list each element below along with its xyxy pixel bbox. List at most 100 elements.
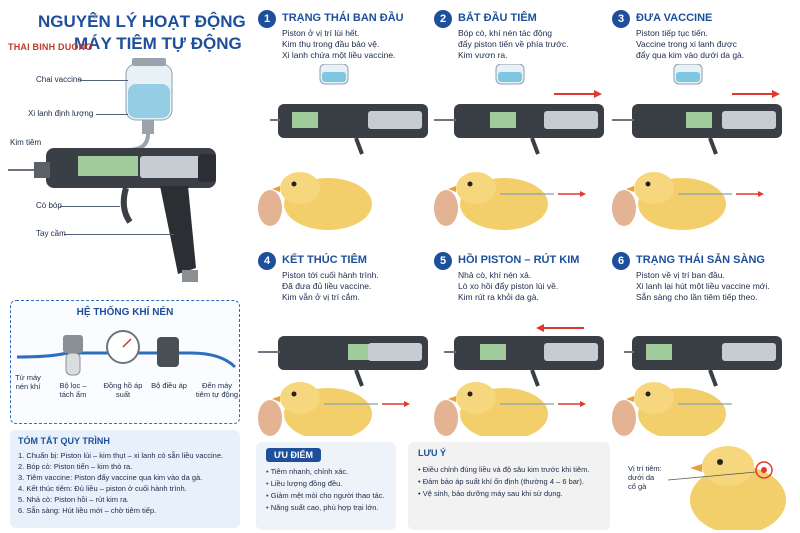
step-line: Vaccine trong xi lanh được bbox=[636, 39, 737, 49]
step-description: Nhả cò, khí nén xả. Lò xo hồi đẩy piston… bbox=[458, 270, 558, 303]
air-label-regulator: Bộ điều áp bbox=[151, 381, 187, 390]
notes-title: LƯU Ý bbox=[418, 448, 446, 458]
piston-icon bbox=[490, 112, 516, 128]
step-description: Piston về vị trí ban đầu. Xi lanh lại hú… bbox=[636, 270, 770, 303]
hand-icon bbox=[434, 190, 458, 226]
chick-beak-icon bbox=[690, 464, 702, 472]
piston-icon bbox=[686, 112, 712, 128]
chick-eye-icon bbox=[467, 391, 473, 397]
air-label-from-compressor: Từ máy nén khí bbox=[15, 373, 41, 391]
injector-overview: Chai vaccine Xi lanh định lượng Kim tiêm… bbox=[8, 58, 246, 294]
piston-icon bbox=[292, 112, 318, 128]
step-line: Kim vươn ra. bbox=[458, 50, 508, 60]
step-number: 5 bbox=[434, 252, 452, 270]
chick-eye-icon bbox=[645, 181, 651, 187]
air-label-filter: Bộ lọc – tách ẩm bbox=[59, 381, 87, 399]
step-line: đẩy piston tiến về phía trước. bbox=[458, 39, 569, 49]
step-number: 3 bbox=[612, 10, 630, 28]
summary-item: 3. Tiêm vaccine: Piston đẩy vaccine qua … bbox=[18, 473, 203, 482]
step-line: Xi lanh chứa một liều vaccine. bbox=[282, 50, 396, 60]
summary-item: 5. Nhả cò: Piston hồi – rút kim ra. bbox=[18, 495, 129, 504]
chick-eye-icon bbox=[467, 181, 473, 187]
trigger-icon bbox=[530, 369, 540, 387]
trigger-icon bbox=[708, 137, 718, 155]
advantages-panel: ƯU ĐIỂM Tiêm nhanh, chính xác. Liều lượn… bbox=[256, 442, 396, 530]
step-title: TRẠNG THÁI SẴN SÀNG bbox=[636, 254, 765, 266]
advantages-title: ƯU ĐIỂM bbox=[266, 448, 321, 462]
note-item: Đảm bảo áp suất khí ổn định (thường 4 – … bbox=[418, 476, 600, 488]
notes-list: Điều chỉnh đúng liều và độ sâu kim trước… bbox=[418, 464, 600, 500]
air-system-title: HỆ THỐNG KHÍ NÉN bbox=[76, 307, 174, 318]
chick-eye-icon bbox=[717, 459, 723, 465]
step-title: BẮT ĐẦU TIÊM bbox=[458, 12, 537, 24]
air-system-illustration bbox=[16, 330, 237, 376]
piston-icon bbox=[348, 344, 374, 360]
air-label-gauge: Đồng hồ áp suất bbox=[103, 381, 143, 399]
label-needle: Kim tiêm bbox=[10, 138, 42, 147]
step-number: 1 bbox=[258, 10, 276, 28]
piston-icon bbox=[480, 344, 506, 360]
advantage-item: Liều lượng đồng đều. bbox=[266, 478, 396, 490]
hand-icon bbox=[258, 190, 282, 226]
hand-icon bbox=[612, 400, 636, 436]
brand-registered-mark: ® bbox=[92, 12, 98, 21]
label-dosing-cylinder: Xi lanh định lượng bbox=[28, 109, 94, 118]
hand-icon bbox=[612, 190, 636, 226]
step-illustration bbox=[434, 64, 604, 230]
chick-eye-icon bbox=[645, 391, 651, 397]
chick-beak-icon bbox=[448, 186, 456, 192]
brand-logo: THAI BINH DUONG bbox=[8, 42, 93, 52]
filter-icon bbox=[63, 335, 83, 353]
chick-head-icon bbox=[702, 446, 754, 486]
step-line: Piston ở vị trí lùi hết. bbox=[282, 28, 360, 38]
chick-eye-icon bbox=[291, 181, 297, 187]
trigger-icon bbox=[354, 137, 364, 155]
summary-title: TÓM TẮT QUY TRÌNH bbox=[18, 436, 110, 446]
step-line: Kim vẫn ở vị trí cắm. bbox=[282, 292, 360, 302]
injection-site-marker-icon bbox=[755, 461, 773, 479]
trigger-icon bbox=[530, 137, 540, 155]
label-vaccine-bottle: Chai vaccine bbox=[36, 75, 82, 84]
step-line: Nhả cò, khí nén xả. bbox=[458, 270, 532, 280]
step-line: Kim thụ trong đầu bảo vệ. bbox=[282, 39, 380, 49]
step-2-panel: 2 BẮT ĐẦU TIÊM Bóp cò, khí nén tác động … bbox=[434, 8, 612, 236]
chick-head-icon bbox=[280, 172, 320, 204]
step-number: 4 bbox=[258, 252, 276, 270]
summary-list: 1. Chuẩn bị: Piston lùi – kim thụt – xi … bbox=[18, 450, 232, 516]
advantages-list: Tiêm nhanh, chính xác. Liều lượng đồng đ… bbox=[256, 466, 396, 514]
step-4-panel: 4 KẾT THÚC TIÊM Piston tới cuối hành trì… bbox=[258, 250, 436, 478]
step-description: Piston ở vị trí lùi hết. Kim thụ trong đ… bbox=[282, 28, 395, 61]
injection-site-line: cổ gà bbox=[628, 482, 647, 491]
note-item: Vệ sinh, bảo dưỡng máy sau khi sử dụng. bbox=[418, 488, 600, 500]
step-number: 6 bbox=[612, 252, 630, 270]
injection-site-label: Vị trí tiêm: dưới da cổ gà bbox=[628, 464, 662, 491]
chick-beak-icon bbox=[626, 396, 634, 402]
header: NGUYÊN LÝ HOẠT ĐỘNG MÁY TIÊM TỰ ĐỘNG THA… bbox=[8, 6, 248, 56]
step-description: Piston tiếp tục tiến. Vaccine trong xi l… bbox=[636, 28, 744, 61]
chick-head-icon bbox=[634, 172, 674, 204]
summary-item: 1. Chuẩn bị: Piston lùi – kim thụt – xi … bbox=[18, 451, 224, 460]
label-trigger: Cò bóp bbox=[36, 201, 62, 210]
process-summary: TÓM TẮT QUY TRÌNH 1. Chuẩn bị: Piston lù… bbox=[10, 430, 240, 528]
step-line: đẩy qua kim vào dưới da gà. bbox=[636, 50, 745, 60]
notes-panel: LƯU Ý Điều chỉnh đúng liều và độ sâu kim… bbox=[408, 442, 610, 530]
step-3-panel: 3 ĐƯA VACCINE Piston tiếp tục tiến. Vacc… bbox=[612, 8, 790, 236]
step-line: Piston tiếp tục tiến. bbox=[636, 28, 708, 38]
step-line: Piston về vị trí ban đầu. bbox=[636, 270, 725, 280]
chick-head-icon bbox=[456, 382, 496, 414]
trigger-icon bbox=[708, 369, 718, 387]
step-5-panel: 5 HỒI PISTON – RÚT KIM Nhả cò, khí nén x… bbox=[434, 250, 612, 478]
regulator-icon bbox=[157, 337, 179, 367]
step-illustration bbox=[612, 64, 782, 230]
air-system-panel: HỆ THỐNG KHÍ NÉN Từ máy nén khí Bộ lọc –… bbox=[10, 300, 240, 424]
step-line: Đã đưa đủ liều vaccine. bbox=[282, 281, 372, 291]
chick-head-icon bbox=[280, 382, 320, 414]
chick-head-icon bbox=[634, 382, 674, 414]
handle-icon bbox=[160, 186, 196, 274]
step-line: Kim rút ra khỏi da gà. bbox=[458, 292, 539, 302]
summary-item: 4. Kết thúc tiêm: Đủ liều – piston ở cuố… bbox=[18, 484, 187, 493]
advantage-item: Giảm mệt mỏi cho người thao tác. bbox=[266, 490, 396, 502]
step-illustration bbox=[258, 64, 428, 230]
air-label-to-injector: Đến máy tiêm tự động bbox=[195, 381, 239, 399]
step-illustration bbox=[434, 324, 604, 436]
